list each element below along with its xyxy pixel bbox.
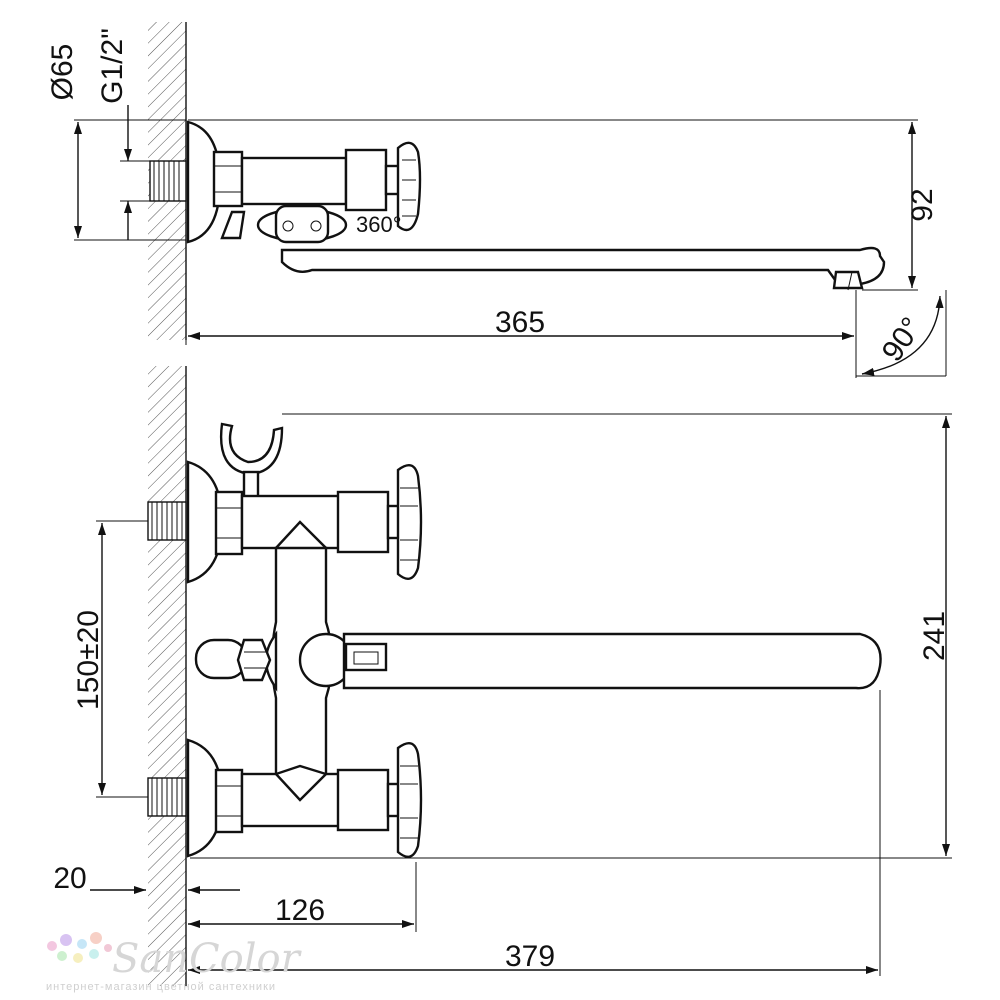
dim-swivel-360: 360° xyxy=(356,212,402,237)
spout-front xyxy=(342,632,882,690)
dim-height-241: 241 xyxy=(918,611,951,661)
inlet-thread-top xyxy=(149,160,187,202)
top-view: 92 365 90° Ø65 G1/2" 360° xyxy=(46,22,947,378)
wall-hatch-front xyxy=(148,366,186,986)
dim-thread-g12: G1/2" xyxy=(96,28,129,104)
inlet-thread-upper xyxy=(147,501,187,541)
dim-height-92: 92 xyxy=(906,188,939,221)
dim-spout-length-365: 365 xyxy=(495,306,545,339)
spout-top xyxy=(280,246,886,286)
mixer-body-top xyxy=(240,156,348,206)
handle-wheel-upper xyxy=(396,464,423,580)
dim-centers-150: 150±20 xyxy=(72,610,105,710)
front-view: 241 150±20 20 126 379 xyxy=(53,366,952,986)
dim-offset-20: 20 xyxy=(53,862,86,895)
handle-wheel-lower xyxy=(396,742,423,858)
dim-diameter-65: Ø65 xyxy=(46,44,79,101)
watermark-brand: SanColor xyxy=(112,936,303,982)
dim-depth-126: 126 xyxy=(275,894,325,927)
shower-holder xyxy=(219,422,284,476)
watermark: SanColor интернет-магазин цветной сантех… xyxy=(46,932,303,993)
inlet-thread-lower xyxy=(147,777,187,817)
handle-wheel-top xyxy=(396,141,422,232)
dim-angle-90: 90° xyxy=(876,312,929,368)
dim-depth-379: 379 xyxy=(505,940,555,973)
watermark-tagline: интернет-магазин цветной сантехники xyxy=(46,981,276,993)
